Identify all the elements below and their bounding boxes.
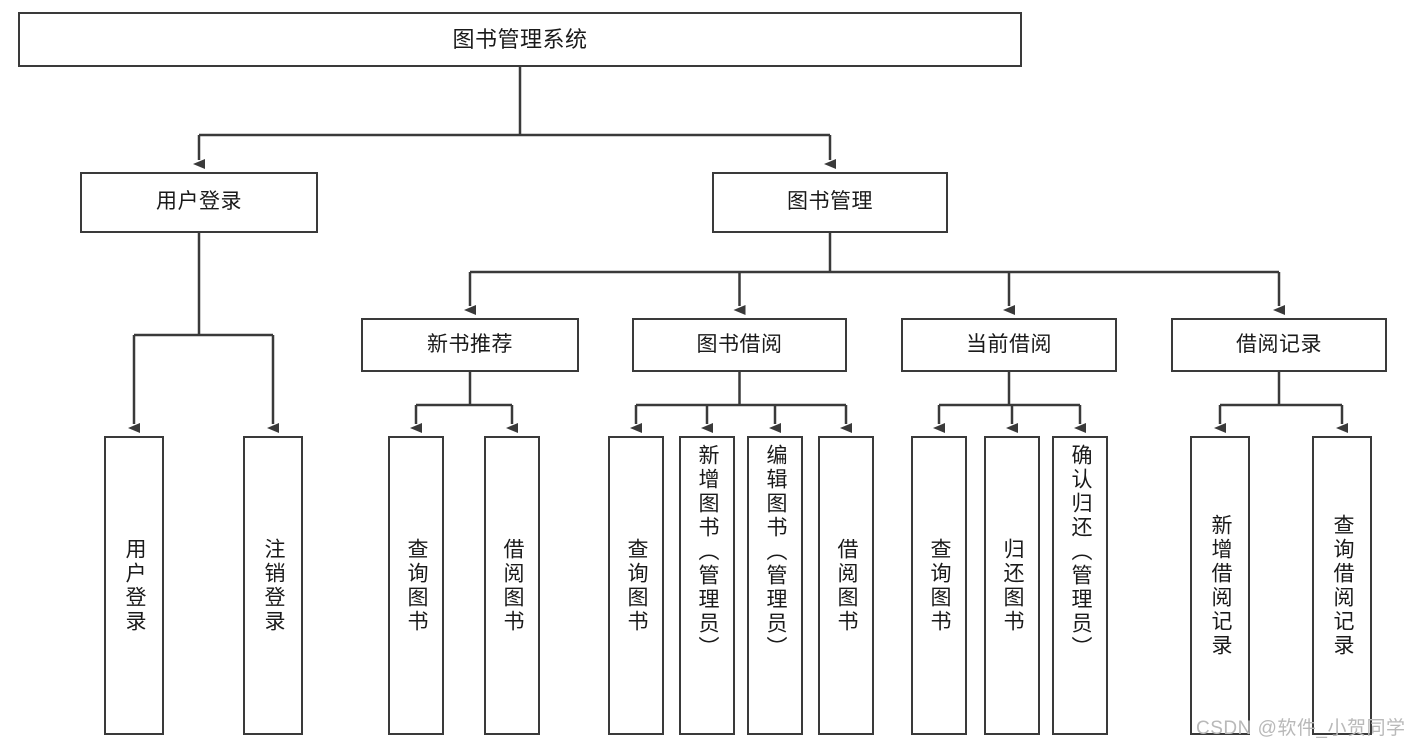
- node-label: 借阅记录: [1236, 332, 1322, 356]
- node-leaf-bb-borrow[interactable]: 借阅图书: [818, 436, 874, 735]
- node-leaf-br-query[interactable]: 查询借阅记录: [1312, 436, 1372, 735]
- node-leaf-rec-query[interactable]: 查询图书: [388, 436, 444, 735]
- node-label: 当前借阅: [966, 332, 1052, 356]
- node-label: 确认归还（管理员）: [1069, 444, 1093, 660]
- node-label: 借阅图书: [501, 537, 525, 634]
- node-root[interactable]: 图书管理系统: [18, 12, 1022, 67]
- node-label: 用户登录: [123, 537, 147, 634]
- node-label: 借阅图书: [835, 537, 859, 634]
- node-leaf-cb-return[interactable]: 归还图书: [984, 436, 1040, 735]
- node-label: 新增图书（管理员）: [696, 444, 720, 660]
- node-leaf-cb-query[interactable]: 查询图书: [911, 436, 967, 735]
- node-l2-current-borrow[interactable]: 当前借阅: [901, 318, 1117, 372]
- node-label: 注销登录: [262, 537, 286, 634]
- node-label: 查询图书: [405, 537, 429, 634]
- node-leaf-bb-add[interactable]: 新增图书（管理员）: [679, 436, 735, 735]
- node-label: 新书推荐: [427, 332, 513, 356]
- node-leaf-bb-edit[interactable]: 编辑图书（管理员）: [747, 436, 803, 735]
- node-leaf-rec-borrow[interactable]: 借阅图书: [484, 436, 540, 735]
- node-label: 图书借阅: [696, 332, 783, 356]
- node-leaf-user-login[interactable]: 用户登录: [104, 436, 164, 735]
- node-label: 查询图书: [928, 537, 952, 634]
- node-l2-book-borrow[interactable]: 图书借阅: [632, 318, 847, 372]
- node-leaf-bb-query[interactable]: 查询图书: [608, 436, 664, 735]
- node-label: 用户登录: [156, 190, 242, 214]
- node-label: 图书管理: [787, 190, 873, 214]
- node-leaf-cb-confirm[interactable]: 确认归还（管理员）: [1052, 436, 1108, 735]
- node-l1-book-mgmt[interactable]: 图书管理: [712, 172, 948, 233]
- node-l2-borrow-record[interactable]: 借阅记录: [1171, 318, 1387, 372]
- node-label: 新增借阅记录: [1209, 513, 1233, 658]
- node-leaf-br-add[interactable]: 新增借阅记录: [1190, 436, 1250, 735]
- node-label: 归还图书: [1001, 537, 1025, 634]
- node-label: 编辑图书（管理员）: [764, 444, 788, 660]
- node-label: 查询借阅记录: [1331, 513, 1355, 658]
- node-l2-new-book-rec[interactable]: 新书推荐: [361, 318, 579, 372]
- node-label: 查询图书: [625, 537, 649, 634]
- node-leaf-user-logout[interactable]: 注销登录: [243, 436, 303, 735]
- node-l1-user-login[interactable]: 用户登录: [80, 172, 318, 233]
- node-label: 图书管理系统: [452, 26, 588, 52]
